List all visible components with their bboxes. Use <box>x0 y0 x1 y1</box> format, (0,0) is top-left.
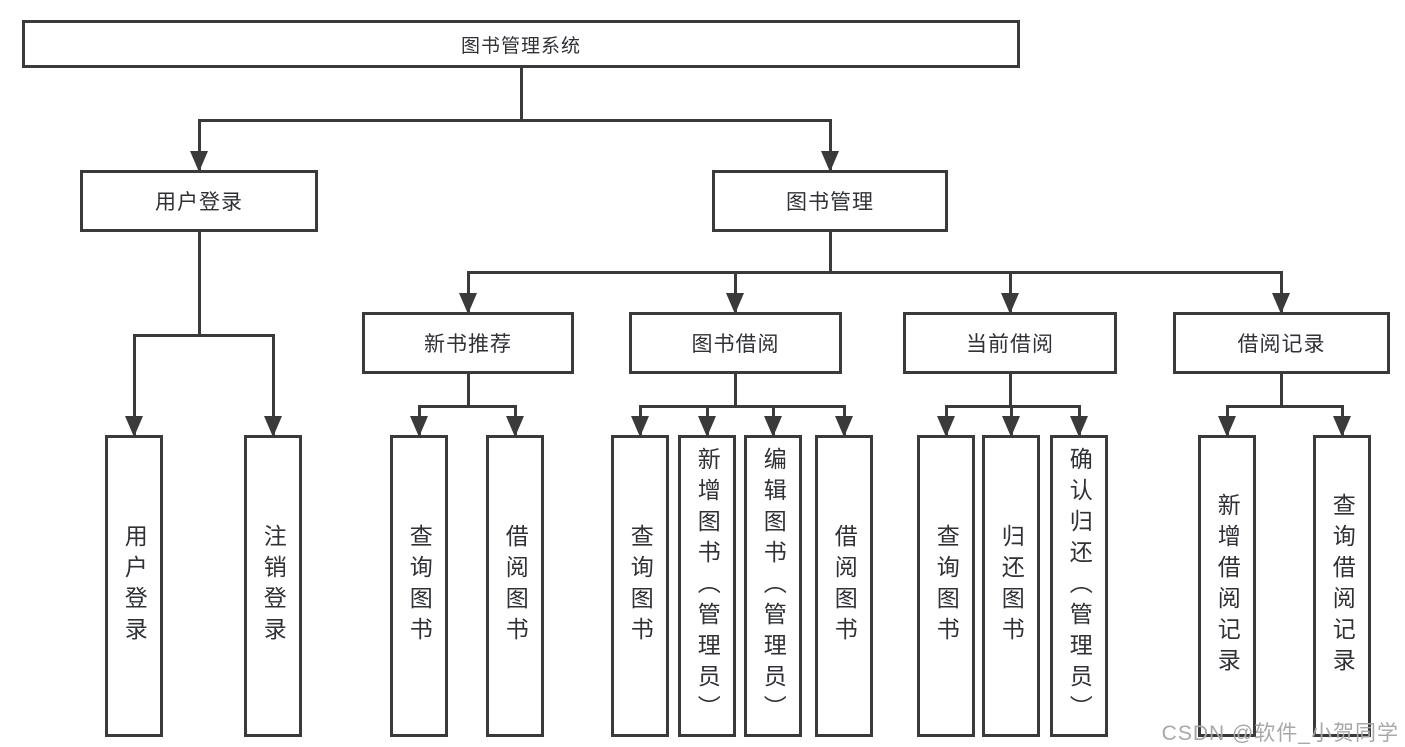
node-label: 当前借阅 <box>966 333 1054 356</box>
connector-line <box>466 270 1283 274</box>
connector-line <box>828 120 832 171</box>
connector-line <box>638 404 846 408</box>
node-label: 新书推荐 <box>424 333 512 356</box>
node-label: 新增借阅记录 <box>1214 493 1241 679</box>
arrowhead-icon <box>190 151 208 172</box>
csdn-watermark: CSDN @软件_小贺同学 <box>1161 721 1399 745</box>
node-book-borrowing: 图书借阅 <box>629 312 842 374</box>
arrowhead-icon <box>835 416 853 437</box>
node-label: 编辑图书（管理员） <box>760 446 787 726</box>
node-label: 查询借阅记录 <box>1329 493 1356 679</box>
connector-line <box>1279 374 1283 406</box>
node-label: 借阅图书 <box>831 524 858 648</box>
arrowhead-icon <box>1333 416 1351 437</box>
node-user-login: 用户登录 <box>80 170 318 232</box>
leaf-return-books: 归还图书 <box>982 435 1040 737</box>
leaf-edit-books-admin: 编辑图书（管理员） <box>744 435 802 737</box>
connector-line <box>1008 374 1012 406</box>
connector-line <box>944 404 1081 408</box>
connector-line <box>197 232 201 335</box>
connector-line <box>271 335 275 436</box>
leaf-query-books-1: 查询图书 <box>390 435 448 737</box>
connector-line <box>417 404 517 408</box>
leaf-logout: 注销登录 <box>244 435 302 737</box>
leaf-add-borrow-record: 新增借阅记录 <box>1198 435 1256 737</box>
connector-line <box>519 68 523 120</box>
arrowhead-icon <box>125 416 143 437</box>
arrowhead-icon <box>726 293 744 314</box>
leaf-query-books-3: 查询图书 <box>917 435 975 737</box>
arrowhead-icon <box>821 151 839 172</box>
arrowhead-icon <box>1001 293 1019 314</box>
node-current-borrowing: 当前借阅 <box>903 312 1117 374</box>
connector-line <box>466 374 470 406</box>
node-label: 借阅图书 <box>502 524 529 648</box>
node-label: 查询图书 <box>627 524 654 648</box>
arrowhead-icon <box>631 416 649 437</box>
node-label: 查询图书 <box>933 524 960 648</box>
arrowhead-icon <box>1002 416 1020 437</box>
arrowhead-icon <box>1070 416 1088 437</box>
connector-line <box>828 232 832 272</box>
node-borrow-records: 借阅记录 <box>1173 312 1390 374</box>
connector-line <box>197 118 832 122</box>
node-label: 借阅记录 <box>1237 333 1326 356</box>
connector-line <box>1279 272 1283 313</box>
leaf-user-login: 用户登录 <box>105 435 163 737</box>
connector-line <box>1225 404 1344 408</box>
node-book-management: 图书管理 <box>712 170 948 232</box>
node-label: 注销登录 <box>260 524 287 648</box>
leaf-confirm-return-admin: 确认归还（管理员） <box>1050 435 1108 737</box>
leaf-borrow-books-1: 借阅图书 <box>486 435 544 737</box>
node-label: 用户登录 <box>121 524 148 648</box>
arrowhead-icon <box>1272 293 1290 314</box>
connector-line <box>132 333 275 337</box>
node-label: 新增图书（管理员） <box>694 446 721 726</box>
leaf-query-borrow-record: 查询借阅记录 <box>1313 435 1371 737</box>
arrowhead-icon <box>1218 416 1236 437</box>
node-label: 归还图书 <box>998 524 1025 648</box>
leaf-query-books-2: 查询图书 <box>611 435 669 737</box>
connector-line <box>733 374 737 406</box>
arrowhead-icon <box>506 416 524 437</box>
arrowhead-icon <box>764 416 782 437</box>
connector-line <box>466 272 470 313</box>
connector-line <box>197 120 201 171</box>
arrowhead-icon <box>410 416 428 437</box>
connector-line <box>132 335 136 436</box>
node-label: 用户登录 <box>155 191 243 214</box>
node-label: 图书借阅 <box>691 333 780 356</box>
leaf-add-books-admin: 新增图书（管理员） <box>678 435 736 737</box>
leaf-borrow-books-2: 借阅图书 <box>815 435 873 737</box>
arrowhead-icon <box>698 416 716 437</box>
node-label: 确认归还（管理员） <box>1066 446 1093 726</box>
arrowhead-icon <box>264 416 282 437</box>
node-label: 查询图书 <box>406 524 433 648</box>
connector-line <box>733 272 737 313</box>
arrowhead-icon <box>459 293 477 314</box>
connector-line <box>1008 272 1012 313</box>
node-book-management-system: 图书管理系统 <box>22 20 1020 68</box>
node-label: 图书管理 <box>786 191 874 214</box>
arrowhead-icon <box>937 416 955 437</box>
node-label: 图书管理系统 <box>460 35 581 57</box>
node-new-book-recommend: 新书推荐 <box>362 312 574 374</box>
